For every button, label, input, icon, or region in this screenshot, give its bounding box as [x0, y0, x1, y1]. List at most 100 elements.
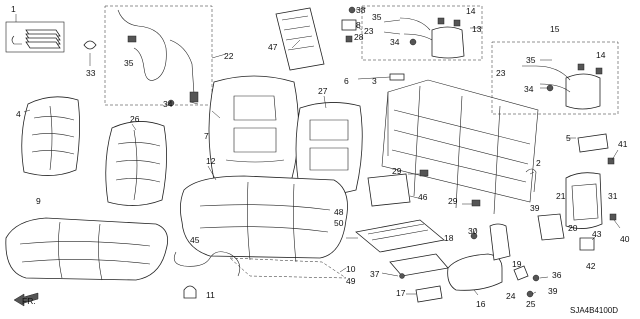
callout-26: 26: [130, 114, 140, 124]
cable-2: [525, 168, 537, 193]
callout-2: 2: [536, 158, 541, 168]
hardware-small: [399, 265, 540, 298]
callout-48: 48: [334, 207, 344, 217]
callout-36: 36: [552, 270, 562, 280]
callout-25: 25: [526, 299, 536, 309]
headrest-13: [431, 26, 465, 59]
callout-35b: 35: [372, 12, 382, 22]
bracket-19: [470, 223, 511, 261]
callout-10: 10: [346, 264, 356, 274]
pad-47: [275, 7, 325, 71]
screw-38: [348, 6, 356, 14]
callout-5: 5: [566, 133, 571, 143]
leader-lines: [23, 7, 621, 296]
callout-20: 20: [568, 223, 578, 233]
clip-bundle-box: [5, 21, 65, 53]
callout-29b: 29: [448, 196, 458, 206]
callout-49: 49: [346, 276, 356, 286]
callout-47: 47: [268, 42, 278, 52]
callout-43: 43: [592, 229, 602, 239]
cupholder-17: [415, 285, 443, 303]
callout-22: 22: [224, 51, 234, 61]
clip-stack: [25, 29, 61, 49]
headrest-box-15: [491, 41, 619, 115]
callout-29a: 29: [392, 166, 402, 176]
clip-11: [183, 285, 197, 299]
callout-50: 50: [334, 218, 344, 228]
harness-22: [104, 5, 213, 107]
harness-45: [173, 251, 347, 279]
callout-23b: 23: [496, 68, 506, 78]
seatback-27: [295, 102, 363, 195]
pad-46: [367, 173, 411, 207]
callout-15: 15: [550, 24, 560, 34]
callout-14a: 14: [466, 6, 476, 16]
clip-bundle: [5, 14, 65, 53]
callout-7: 7: [204, 131, 209, 141]
callout-42: 42: [586, 261, 596, 271]
callout-31: 31: [608, 191, 618, 201]
clip-33: [83, 40, 97, 66]
callout-34a: 34: [163, 99, 173, 109]
front-marker: FR.: [22, 296, 36, 306]
callout-12: 12: [206, 156, 216, 166]
seatback-frame: [381, 79, 539, 215]
callout-35a: 35: [124, 58, 134, 68]
callout-3: 3: [372, 76, 377, 86]
seatback-7: [208, 75, 299, 184]
callout-34b: 34: [390, 37, 400, 47]
callouts: 1 33 22 35 34 4 26 9 7 12 27 47 38 8 28 …: [11, 4, 630, 315]
bracket-8: [341, 19, 357, 43]
callout-39: 39: [548, 286, 558, 296]
callout-21: 21: [556, 191, 566, 201]
bolt-3: [357, 73, 405, 81]
clip-hook: [11, 35, 22, 45]
headrest-box-13: [361, 5, 483, 61]
callout-40: 40: [620, 234, 630, 244]
clip-29: [419, 169, 481, 207]
callout-24: 24: [506, 291, 516, 301]
front-arrow: [13, 292, 39, 307]
callout-41: 41: [618, 139, 628, 149]
latch-5: [525, 133, 617, 251]
armrest-16: [447, 253, 503, 291]
seat-cushion-12: [180, 175, 348, 263]
callout-27: 27: [318, 86, 328, 96]
mat-48: [355, 219, 449, 277]
trim-20: [537, 213, 565, 241]
harness-wire-2: [169, 39, 195, 95]
callout-28: 28: [354, 32, 364, 42]
callout-17: 17: [396, 288, 406, 298]
seatback-cover-4: [21, 96, 80, 176]
headrest-15: [565, 73, 601, 110]
callout-11: 11: [206, 290, 215, 300]
callout-46: 46: [418, 192, 428, 202]
callout-30: 30: [468, 226, 478, 236]
callout-33: 33: [86, 68, 96, 78]
callout-4: 4: [16, 109, 21, 119]
callout-34c: 34: [524, 84, 534, 94]
callout-18: 18: [444, 233, 454, 243]
harness-box: [104, 5, 213, 106]
callout-9: 9: [36, 196, 41, 206]
seat-cushion-9: [5, 217, 169, 281]
callout-13: 13: [472, 24, 482, 34]
callout-45: 45: [190, 235, 200, 245]
callout-1: 1: [11, 4, 16, 14]
callout-37: 37: [370, 269, 380, 279]
bracket-42: [579, 237, 595, 251]
callout-16: 16: [476, 299, 486, 309]
callout-14b: 14: [596, 50, 606, 60]
callout-23a: 23: [364, 26, 374, 36]
harness-wire: [117, 9, 167, 81]
seatback-pad-26: [105, 121, 167, 206]
callout-39-upper: 39: [530, 203, 540, 213]
callout-19: 19: [512, 259, 522, 269]
callout-35c: 35: [526, 55, 536, 65]
callout-8: 8: [356, 20, 361, 30]
diagram-code: SJA4B4100D: [570, 306, 618, 315]
callout-38: 38: [356, 5, 366, 15]
callout-6: 6: [344, 76, 349, 86]
